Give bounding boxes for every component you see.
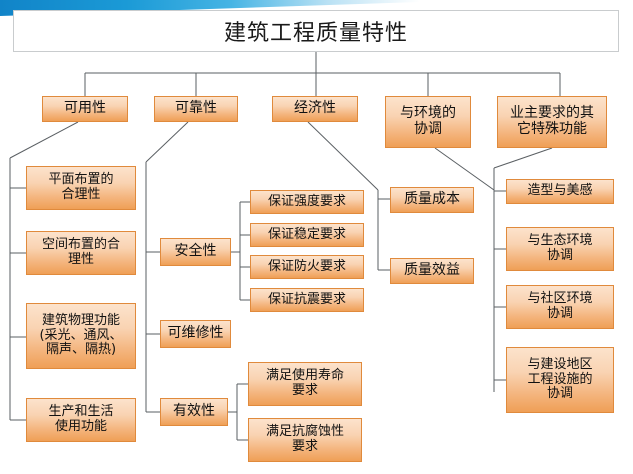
node-zaoxing[interactable]: 造型与美感 [506,179,614,204]
node-shengtai-line1: 与生态环境 [527,233,593,249]
node-pingmian-line1: 平面布置的 [48,172,114,188]
node-shengtai-line2: 协调 [546,248,573,263]
node-kongjian-line1: 空间布置的合 [41,237,120,253]
node-huanjing-line1: 与环境的 [400,105,456,122]
node-kekaoxing-label: 可靠性 [175,100,217,117]
node-wending-label: 保证稳定要求 [267,226,346,242]
node-chengben-label: 质量成本 [404,191,460,208]
node-shouming-line2: 要求 [291,383,318,398]
link-kekaoxing-diagonal [145,121,189,163]
node-xiaoyi-label: 质量效益 [404,262,460,279]
node-shequ-line1: 与社区环境 [527,291,593,307]
node-kangzhen-label: 保证抗震要求 [267,291,346,307]
diagram-title: 建筑工程质量特性 [13,10,619,52]
node-kangfu-line2: 要求 [291,439,318,454]
node-kangfu[interactable]: 满足抗腐蚀性 要求 [248,418,362,462]
node-shequ-line2: 协调 [546,306,573,321]
node-anquanxing[interactable]: 安全性 [160,238,231,266]
node-keweixiuxing-label: 可维修性 [167,325,224,342]
node-kangfu-line1: 满足抗腐蚀性 [265,424,344,440]
link-keyongxing-diagonal [9,121,79,159]
node-jianshe[interactable]: 与建设地区 工程设施的 协调 [506,347,614,413]
node-keyongxing[interactable]: 可用性 [42,96,128,122]
node-shengchan-line1: 生产和生活 [48,404,114,420]
node-jianshe-line2: 工程设施的 [527,371,593,387]
node-qiangdu[interactable]: 保证强度要求 [250,190,364,214]
node-anquanxing-label: 安全性 [174,243,217,260]
link-jingji-diagonal [307,121,379,191]
node-pingmian[interactable]: 平面布置的 合理性 [26,166,136,210]
node-jingjixing[interactable]: 经济性 [272,96,358,122]
node-zaoxing-line1: 造型与美感 [527,183,593,199]
node-wuli-line1: 建筑物理功能 [41,313,120,329]
node-wuli-line3: 隔声、隔热) [45,342,117,358]
node-pingmian-line2: 合理性 [61,187,101,202]
node-jianshe-line1: 与建设地区 [527,357,593,373]
link-huanjing-diagonal [434,147,495,191]
node-fanghuo[interactable]: 保证防火要求 [250,255,364,279]
node-kongjian[interactable]: 空间布置的合 理性 [26,231,136,275]
node-shouming[interactable]: 满足使用寿命 要求 [248,362,362,406]
node-kekaoxing[interactable]: 可靠性 [154,96,238,122]
node-shengtai[interactable]: 与生态环境 协调 [506,227,614,271]
node-fanghuo-label: 保证防火要求 [267,258,346,274]
node-wuli-line2: (采光、通风、 [39,327,123,343]
node-wending[interactable]: 保证稳定要求 [250,223,364,247]
node-youxiaoxing[interactable]: 有效性 [160,398,228,426]
node-keyongxing-label: 可用性 [64,100,106,117]
node-yezhu[interactable]: 业主要求的其 它特殊功能 [497,96,607,148]
node-shouming-line1: 满足使用寿命 [265,368,344,384]
node-shequ[interactable]: 与社区环境 协调 [506,285,614,329]
node-jingjixing-label: 经济性 [294,100,336,117]
node-huanjing[interactable]: 与环境的 协调 [385,96,471,148]
node-shengchan-line2: 使用功能 [54,419,107,434]
node-kangzhen[interactable]: 保证抗震要求 [250,288,364,312]
node-xiaoyi[interactable]: 质量效益 [390,258,474,284]
node-yezhu-line1: 业主要求的其 [510,105,594,122]
link-yezhu-diagonal [493,147,553,169]
node-huanjing-line2: 协调 [414,121,442,137]
node-chengben[interactable]: 质量成本 [390,187,474,213]
node-yezhu-line2: 它特殊功能 [517,121,587,137]
node-keweixiuxing[interactable]: 可维修性 [160,320,231,348]
node-wuli[interactable]: 建筑物理功能 (采光、通风、 隔声、隔热) [26,303,136,369]
node-kongjian-line2: 理性 [67,252,94,267]
node-youxiaoxing-label: 有效性 [173,403,215,420]
node-jianshe-line3: 协调 [546,386,573,402]
node-shengchan[interactable]: 生产和生活 使用功能 [26,398,136,442]
node-qiangdu-label: 保证强度要求 [267,193,346,209]
